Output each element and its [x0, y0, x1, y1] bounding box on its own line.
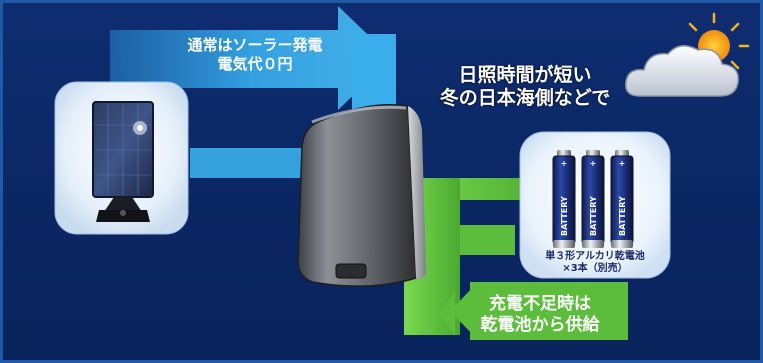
winter-condition-line: 日照時間が短い: [458, 64, 592, 86]
battery-brand-text: BATTERY: [560, 196, 569, 236]
battery-spec-line: ×3本（別売）: [562, 263, 628, 274]
solar-power-line: 通常はソーラー発電: [187, 36, 323, 54]
solar-panel-icon: [92, 101, 154, 222]
battery-card: + + + BATTERY BATTERY BATTERY: [519, 131, 671, 279]
solar-power-label: 通常はソーラー発電 電気代０円: [160, 36, 350, 74]
battery-brand-text: BATTERY: [589, 196, 598, 236]
battery-spec-line: 単３形アルカリ乾電池: [545, 251, 645, 262]
cloud-sun-icon: [625, 12, 750, 97]
battery-spec-label: 単３形アルカリ乾電池 ×3本（別売）: [520, 251, 670, 275]
svg-text:+: +: [590, 159, 597, 168]
battery-flow-arrow: [404, 178, 628, 340]
battery-backup-line: 充電不足時は: [489, 294, 591, 314]
svg-text:+: +: [619, 159, 626, 168]
winter-condition-line: 冬の日本海側などで: [439, 87, 611, 109]
solar-panel-card: [54, 81, 189, 235]
aa-battery-icon: + + + BATTERY BATTERY BATTERY: [552, 150, 634, 248]
svg-text:+: +: [561, 159, 568, 168]
battery-brand-text: BATTERY: [618, 196, 627, 236]
solar-power-line: 電気代０円: [217, 55, 293, 73]
battery-backup-label: 充電不足時は 乾電池から供給: [460, 294, 620, 336]
light-unit-icon: [297, 103, 426, 287]
winter-condition-label: 日照時間が短い 冬の日本海側などで: [422, 64, 628, 110]
battery-backup-line: 乾電池から供給: [480, 315, 600, 335]
